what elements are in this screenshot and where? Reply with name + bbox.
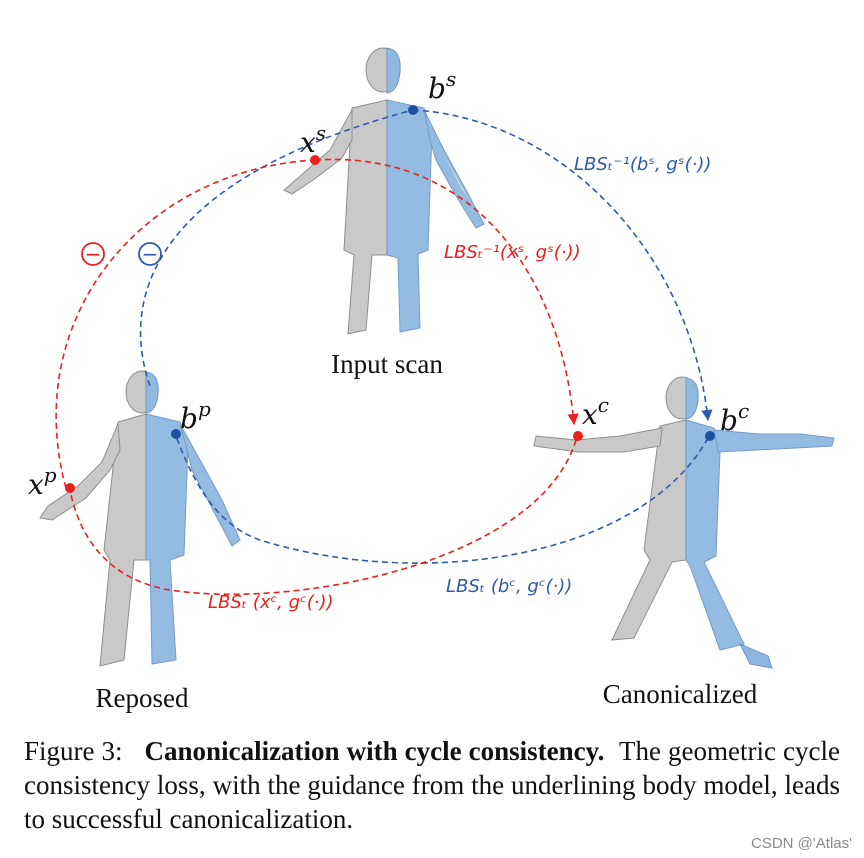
- point-xp-marker: [65, 483, 75, 493]
- blue-arrow-inverse: [412, 109, 713, 422]
- reposed-body: [39, 370, 241, 667]
- canonical-body: [533, 376, 835, 669]
- caption-title: Canonicalization with cycle consistency.: [144, 736, 605, 766]
- input-scan-body: [283, 47, 490, 335]
- red-minus-icon: −: [81, 242, 105, 266]
- pose-label-input: Input scan: [331, 349, 443, 379]
- svg-text:−: −: [85, 242, 102, 266]
- red-loss-link: [55, 159, 316, 489]
- blue-minus-icon: −: [138, 242, 162, 266]
- caption-number: Figure 3:: [24, 736, 123, 766]
- caption-body: The geometric cycle consistency loss, wi…: [24, 736, 840, 834]
- red-arrow-inverse: [314, 158, 579, 426]
- pose-label-reposed: Reposed: [96, 683, 189, 713]
- label-bp: bp: [180, 397, 211, 435]
- point-bc-marker: [705, 431, 715, 441]
- cycle-diagram: − − bs xs bp xp xc bc LBSₜ⁻¹(bˢ, gˢ(·)) …: [28, 47, 835, 713]
- point-xs-marker: [310, 155, 320, 165]
- label-xc: xc: [582, 393, 609, 431]
- blue-arrow-forward: [175, 435, 709, 564]
- label-xs: xs: [300, 121, 326, 159]
- pose-label-canonical: Canonicalized: [603, 679, 758, 709]
- watermark: CSDN @'Atlas': [751, 835, 852, 852]
- point-bp-marker: [171, 429, 181, 439]
- svg-text:−: −: [142, 242, 159, 266]
- label-bc: bc: [720, 399, 749, 437]
- red-arrow-forward: [69, 439, 577, 596]
- label-xp: xp: [28, 463, 57, 501]
- equation-red-inverse: LBSₜ⁻¹(xˢ, gˢ(·)): [444, 242, 581, 263]
- blue-loss-link: [139, 109, 414, 387]
- point-bs-marker: [408, 105, 418, 115]
- label-bs: bs: [428, 67, 456, 105]
- figure-caption: Figure 3: Canonicalization with cycle con…: [24, 734, 840, 836]
- equation-blue-forward: LBSₜ (bᶜ, gᶜ(·)): [446, 576, 572, 597]
- equation-blue-inverse: LBSₜ⁻¹(bˢ, gˢ(·)): [574, 154, 711, 175]
- point-xc-marker: [573, 431, 583, 441]
- equation-red-forward: LBSₜ (xᶜ, gᶜ(·)): [208, 592, 334, 613]
